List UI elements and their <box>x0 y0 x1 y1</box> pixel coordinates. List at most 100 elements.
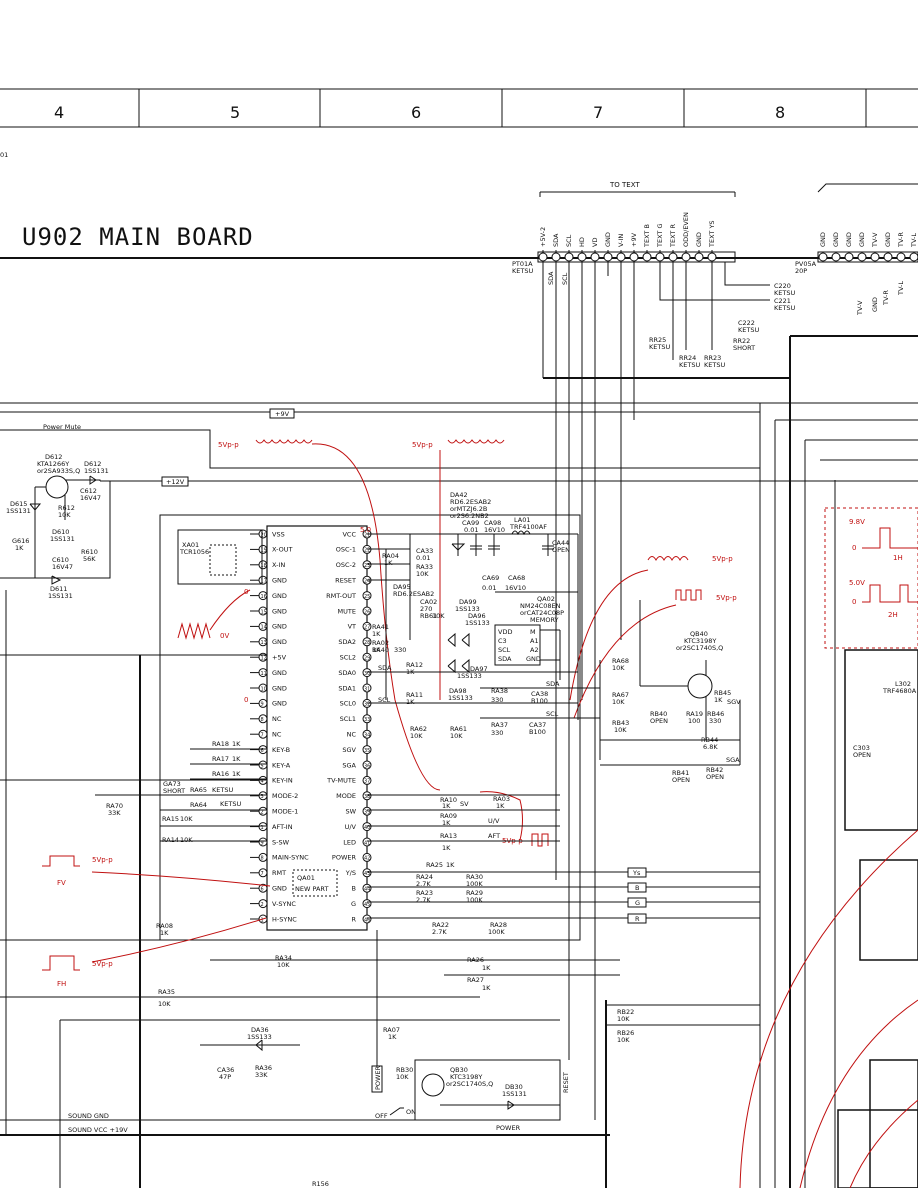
ic-left-pin <box>258 806 268 816</box>
power-bottom: POWER <box>496 1124 521 1132</box>
da97-val: 1SS133 <box>457 672 482 680</box>
ic-left-pin-num: 9 <box>261 840 264 846</box>
ic-right-pin <box>362 560 372 570</box>
reset-power-section: RA26 1K RA27 1K RA07 1K DA36 1SS133 CA36… <box>200 930 760 1188</box>
d615: D615 <box>10 500 27 508</box>
rb42-val: OPEN <box>706 773 724 781</box>
ra68-val: 10K <box>612 664 625 672</box>
sound-gnd: SOUND GND <box>68 1112 109 1120</box>
qa02-val: NM24C08EN <box>520 602 561 610</box>
rb43: RB43 <box>612 719 629 727</box>
ca69-val: 0.01 <box>482 584 496 592</box>
rr23: RR23 <box>704 354 721 362</box>
rb22-val: 10K <box>617 1015 630 1023</box>
ic-right-pin <box>362 883 372 893</box>
ic-right-pin-num: 44 <box>364 887 370 893</box>
ra70: RA70 <box>106 802 123 810</box>
ic-left-pin-num: 10 <box>261 686 267 692</box>
ra37: RA37 <box>491 721 508 729</box>
da95-val: RD6.2ESAB2 <box>393 590 434 598</box>
ic-left-pin-num: 5 <box>261 763 264 769</box>
ra03-val: 1K <box>496 802 505 810</box>
ic-left-pin-name: GND <box>272 885 287 893</box>
ic-left-pin-num: 6 <box>261 748 264 754</box>
pv05a-pin <box>909 252 918 262</box>
ic-right-pin <box>362 714 372 724</box>
ic-left-pin <box>258 529 268 539</box>
mem-pin-a2: A2 <box>530 646 539 654</box>
qb40: QB40 <box>690 630 708 638</box>
pt01a-pin-label: VD <box>591 238 599 247</box>
db30-val: 1SS131 <box>502 1090 527 1098</box>
ca02: CA02 <box>420 598 437 606</box>
qb30-val: KTC3198Y <box>450 1073 482 1081</box>
ra10-val: 1K <box>442 802 451 810</box>
rb42: RB42 <box>706 766 723 774</box>
ic-right-pin-num: 33 <box>364 717 370 723</box>
ca44-val: OPEN <box>552 546 570 554</box>
da98-val: 1SS133 <box>448 694 473 702</box>
pv05a-pin-label: GND <box>845 232 853 247</box>
i2c-resistors: RA02 1K RA41 1K RA40 330 RA12 1K RA11 1K… <box>367 623 601 760</box>
ic-right-pin-num: 34 <box>364 733 370 739</box>
ca68-val: 16V10 <box>505 584 526 592</box>
ic-left-pin <box>258 714 268 724</box>
ic-right-pin-num: 24 <box>364 579 370 585</box>
sga-label: SGA <box>726 756 740 764</box>
ic-right-pin <box>362 591 372 601</box>
ga73: GA73 <box>163 780 181 788</box>
ic-right-pin <box>362 868 372 878</box>
ic-right-pin <box>362 637 372 647</box>
ic-right-pin-name: SGA <box>342 761 356 769</box>
ic-right-pin-num: 21 <box>364 532 370 538</box>
column-6: 6 <box>411 103 421 122</box>
mem-pin-scl: SCL <box>498 646 511 654</box>
ra36: RA36 <box>255 1064 272 1072</box>
ca36: CA36 <box>217 1066 234 1074</box>
da42-alt2: or2S6.2NB2 <box>450 512 489 520</box>
qa02-desc: MEMORY <box>530 616 559 624</box>
pt01a-pin <box>707 252 717 262</box>
ic-right-pin-name: RESET <box>335 577 356 585</box>
ic-left-pin <box>258 760 268 770</box>
out-r: R <box>635 915 640 923</box>
da36: DA36 <box>251 1026 269 1034</box>
ic-left-pin-name: +5V <box>272 654 287 662</box>
reset-label: RESET <box>562 1072 570 1093</box>
pt01a-pin-label: SDA <box>552 233 560 247</box>
pt01a-pin-label: ODD/EVEN <box>682 212 690 247</box>
sv-label: SV <box>460 800 469 808</box>
ra19: RA19 <box>686 710 703 718</box>
pv05a-sub: 20P <box>795 267 807 275</box>
ra30: RA30 <box>466 873 483 881</box>
c610-val: 16V47 <box>52 563 73 571</box>
ic-left-pin-name: GND <box>272 684 287 692</box>
rb40: RB40 <box>650 710 667 718</box>
ic-right-pin-num: 27 <box>364 625 370 631</box>
ic-right-pin-num: 42 <box>364 856 370 862</box>
ic-left-pin-name: GND <box>272 669 287 677</box>
rb41-val: OPEN <box>672 776 690 784</box>
ra02: RA02 <box>372 639 389 647</box>
ic-left-pin-name: MAIN-SYNC <box>272 854 309 862</box>
da99-val: 1SS133 <box>455 605 480 613</box>
ic-right-pin-name: NC <box>347 731 357 739</box>
rb41: RB41 <box>672 769 689 777</box>
ic-right-pin <box>362 914 372 924</box>
ic-right-pin-name: VT <box>348 623 356 631</box>
da42-alt1: orMTZJ6.2B <box>450 505 487 513</box>
uv-label: U/V <box>488 817 500 825</box>
pt01a-pin-label: +5V-2 <box>539 227 547 247</box>
vcc-voltage: 5.0 <box>360 526 371 534</box>
d612-alt: or2SA933S,Q <box>37 467 80 475</box>
ra14-val: 10K <box>180 836 193 844</box>
rb45-val: 1K <box>714 696 723 704</box>
pt01a-pin-label: SCL <box>565 234 573 247</box>
ra10: RA10 <box>440 796 457 804</box>
rr22-val: SHORT <box>733 344 755 352</box>
ic-left-pin-name: KEY-B <box>272 746 290 754</box>
ic-left-pin <box>258 883 268 893</box>
ic-left-pin-num: 13 <box>261 640 267 646</box>
gnd-voltage-2: 0 <box>244 696 248 704</box>
ic-left-pin <box>258 544 268 554</box>
